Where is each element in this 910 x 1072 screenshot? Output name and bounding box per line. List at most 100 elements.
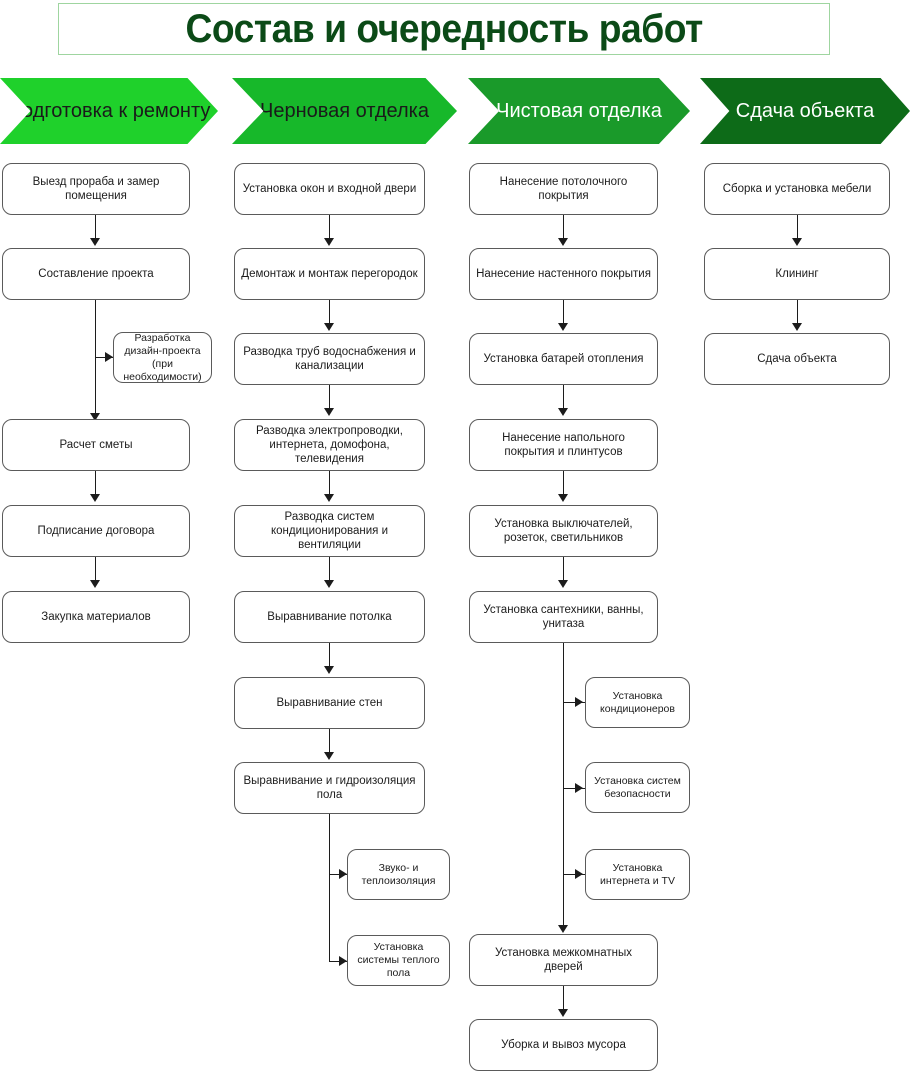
flow-node[interactable]: Разводка труб водоснабжения и канализаци… bbox=[234, 333, 425, 385]
flow-node-optional[interactable]: Установка интернета и TV bbox=[585, 849, 690, 900]
connector-line bbox=[563, 385, 564, 410]
phase-chevron-label: Черновая отделка bbox=[260, 99, 429, 122]
connector-arrow bbox=[575, 869, 583, 879]
flow-node-label: Установка выключателей, розеток, светиль… bbox=[494, 518, 633, 544]
flow-node[interactable]: Разводка систем кондиционирования и вент… bbox=[234, 505, 425, 557]
phase-chevron-fine-finishing[interactable]: Чистовая отделка bbox=[468, 78, 690, 144]
flow-node-label: Выравнивание потолка bbox=[267, 611, 392, 623]
flow-node-label: Установка сантехники, ванны, унитаза bbox=[483, 604, 644, 630]
connector-arrow bbox=[90, 580, 100, 588]
flow-node[interactable]: Сборка и установка мебели bbox=[704, 163, 890, 215]
connector-arrow bbox=[558, 925, 568, 933]
connector-line bbox=[329, 300, 330, 325]
flow-node-label: Расчет сметы bbox=[59, 439, 133, 451]
flow-node-label: Сдача объекта bbox=[757, 353, 837, 365]
connector-arrow bbox=[558, 1009, 568, 1017]
connector-arrow bbox=[324, 666, 334, 674]
connector-arrow bbox=[324, 752, 334, 760]
connector-line bbox=[329, 471, 330, 496]
connector-line bbox=[563, 788, 585, 789]
flow-node-label: Установка системы теплого пола bbox=[357, 941, 440, 979]
flow-node[interactable]: Выравнивание потолка bbox=[234, 591, 425, 643]
flow-node-label: Разработка дизайн-проекта (при необходим… bbox=[123, 331, 202, 383]
flow-node[interactable]: Сдача объекта bbox=[704, 333, 890, 385]
connector-arrow bbox=[90, 238, 100, 246]
flow-node-label: Подписание договора bbox=[37, 525, 155, 537]
connector-arrow bbox=[324, 238, 334, 246]
connector-line bbox=[329, 557, 330, 582]
flow-node[interactable]: Выравнивание стен bbox=[234, 677, 425, 729]
flow-node-label: Звуко- и теплоизоляция bbox=[361, 861, 436, 887]
flow-node[interactable]: Установка выключателей, розеток, светиль… bbox=[469, 505, 658, 557]
connector-line bbox=[329, 874, 347, 875]
page-title-banner: Состав и очередность работ bbox=[58, 3, 830, 55]
connector-arrow bbox=[339, 956, 347, 966]
connector-arrow bbox=[558, 494, 568, 502]
flow-node[interactable]: Клининг bbox=[704, 248, 890, 300]
flow-node[interactable]: Установка окон и входной двери bbox=[234, 163, 425, 215]
flow-node[interactable]: Подписание договора bbox=[2, 505, 190, 557]
connector-line bbox=[329, 385, 330, 410]
connector-arrow bbox=[558, 408, 568, 416]
flow-node-label: Клининг bbox=[775, 268, 819, 280]
flow-node-label: Установка систем безопасности bbox=[594, 774, 681, 800]
flow-node[interactable]: Закупка материалов bbox=[2, 591, 190, 643]
flow-node-optional[interactable]: Разработка дизайн-проекта (при необходим… bbox=[113, 332, 212, 383]
connector-line bbox=[95, 471, 96, 496]
connector-arrow bbox=[792, 238, 802, 246]
flow-node[interactable]: Нанесение настенного покрытия bbox=[469, 248, 658, 300]
phase-chevron-handover[interactable]: Сдача объекта bbox=[700, 78, 910, 144]
connector-arrow bbox=[324, 323, 334, 331]
flow-node[interactable]: Установка батарей отопления bbox=[469, 333, 658, 385]
flow-node[interactable]: Установка сантехники, ванны, унитаза bbox=[469, 591, 658, 643]
connector-arrow bbox=[90, 413, 100, 421]
flow-node[interactable]: Нанесение напольного покрытия и плинтусо… bbox=[469, 419, 658, 471]
flow-node-optional[interactable]: Звуко- и теплоизоляция bbox=[347, 849, 450, 900]
flow-node[interactable]: Выезд прораба и замер помещения bbox=[2, 163, 190, 215]
flow-node[interactable]: Нанесение потолочного покрытия bbox=[469, 163, 658, 215]
flow-node-label: Установка кондиционеров bbox=[600, 689, 675, 715]
flow-node-label: Закупка материалов bbox=[41, 611, 151, 623]
flow-node[interactable]: Демонтаж и монтаж перегородок bbox=[234, 248, 425, 300]
flow-node-optional[interactable]: Установка систем безопасности bbox=[585, 762, 690, 813]
flow-node-label: Установка интернета и TV bbox=[600, 861, 675, 887]
connector-line bbox=[797, 300, 798, 325]
phase-chevron-label: Сдача объекта bbox=[735, 99, 875, 122]
connector-arrow bbox=[90, 494, 100, 502]
flow-node[interactable]: Установка межкомнатных дверей bbox=[469, 934, 658, 986]
connector-arrow bbox=[339, 869, 347, 879]
flow-node-optional[interactable]: Установка системы теплого пола bbox=[347, 935, 450, 986]
connector-line bbox=[563, 874, 585, 875]
flow-node-label: Демонтаж и монтаж перегородок bbox=[241, 268, 418, 280]
connector-arrow bbox=[558, 323, 568, 331]
flow-node[interactable]: Расчет сметы bbox=[2, 419, 190, 471]
flow-node-label: Установка межкомнатных дверей bbox=[494, 947, 632, 973]
connector-arrow bbox=[575, 697, 583, 707]
connector-line bbox=[563, 643, 564, 928]
flow-node-label: Выезд прораба и замер помещения bbox=[32, 176, 160, 202]
flow-node[interactable]: Уборка и вывоз мусора bbox=[469, 1019, 658, 1071]
flow-node-label: Разводка электропроводки, интернета, дом… bbox=[256, 425, 403, 465]
flow-node-label: Выравнивание и гидроизоляция пола bbox=[243, 775, 416, 801]
page-title: Состав и очередность работ bbox=[185, 7, 703, 51]
connector-line bbox=[563, 557, 564, 582]
phase-chevron-preparation[interactable]: Подготовка к ремонту bbox=[0, 78, 218, 144]
connector-arrow bbox=[105, 352, 113, 362]
flow-node-optional[interactable]: Установка кондиционеров bbox=[585, 677, 690, 728]
flow-node[interactable]: Разводка электропроводки, интернета, дом… bbox=[234, 419, 425, 471]
flow-node-label: Сборка и установка мебели bbox=[722, 183, 872, 195]
connector-line bbox=[95, 357, 113, 358]
phase-chevron-rough-finishing[interactable]: Черновая отделка bbox=[232, 78, 457, 144]
flow-node-label: Нанесение напольного покрытия и плинтусо… bbox=[502, 432, 625, 458]
flow-node[interactable]: Выравнивание и гидроизоляция пола bbox=[234, 762, 425, 814]
connector-arrow bbox=[792, 323, 802, 331]
connector-line bbox=[563, 300, 564, 325]
phase-chevron-label: Подготовка к ремонту bbox=[7, 99, 211, 122]
connector-line bbox=[797, 215, 798, 240]
flow-node[interactable]: Составление проекта bbox=[2, 248, 190, 300]
connector-line bbox=[95, 215, 96, 240]
connector-line bbox=[563, 471, 564, 496]
flow-node-label: Выравнивание стен bbox=[276, 697, 383, 709]
connector-line bbox=[329, 643, 330, 668]
flow-node-label: Нанесение настенного покрытия bbox=[476, 268, 651, 280]
